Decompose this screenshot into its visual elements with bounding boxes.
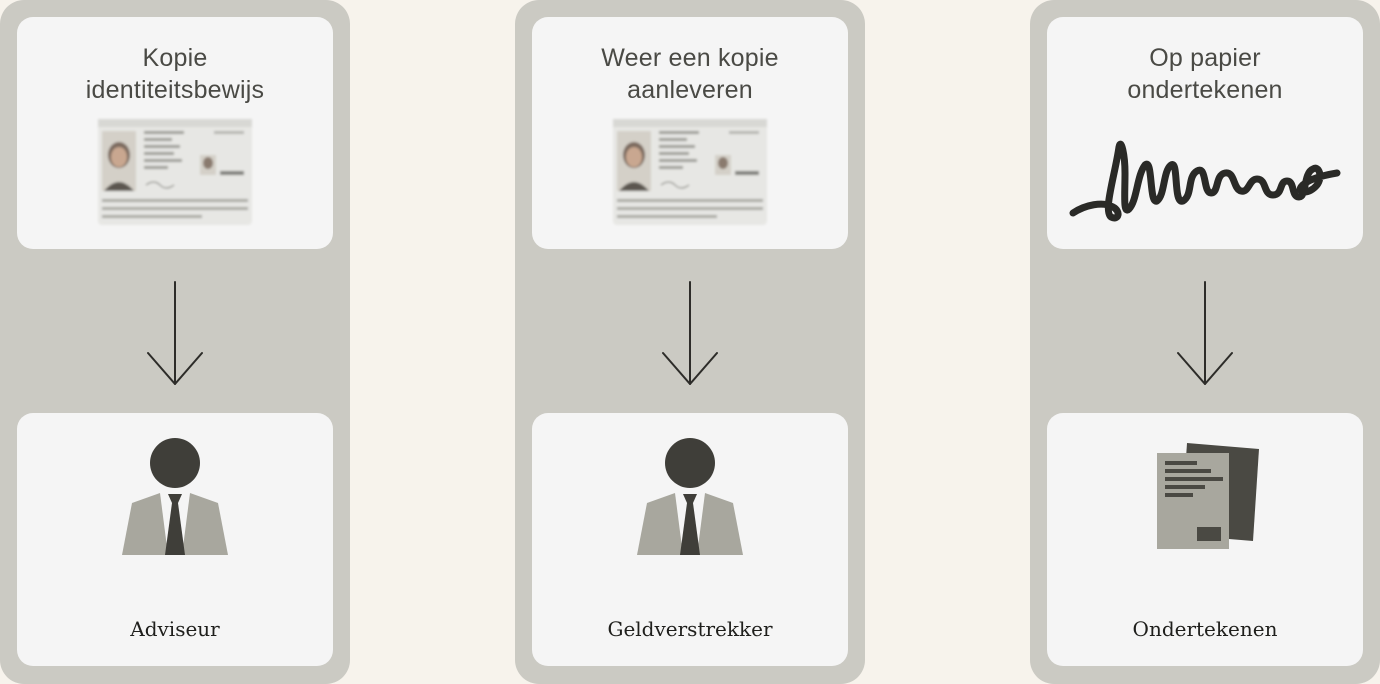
card-title-line-1: Op papier — [1149, 44, 1261, 72]
card-label: Geldverstrekker — [607, 617, 773, 641]
column-ondertekenen: Op papier ondertekenen Ondertekenen — [1030, 0, 1380, 684]
card-title-line-2: identiteitsbewijs — [85, 76, 265, 104]
card-label: Adviseur — [130, 617, 220, 641]
card-title-line-1: Kopie — [142, 44, 208, 72]
card-title-line-2: ondertekenen — [1127, 76, 1283, 104]
id-card-icon — [96, 117, 254, 227]
document-icon — [1155, 441, 1263, 551]
arrow-down-icon — [145, 280, 205, 388]
card-op-papier-ondertekenen: Op papier ondertekenen — [1047, 17, 1363, 249]
column-adviseur: Kopie identiteitsbewijs Adviseur — [0, 0, 350, 684]
card-title: Kopie identiteitsbewijs — [17, 42, 333, 106]
arrow-down-icon — [660, 280, 720, 388]
card-ondertekenen: Ondertekenen — [1047, 413, 1363, 666]
column-geldverstrekker: Weer een kopie aanleveren Geldverstrekke… — [515, 0, 865, 684]
card-title-line-1: Weer een kopie — [601, 44, 779, 72]
card-kopie-identiteitsbewijs: Kopie identiteitsbewijs — [17, 17, 333, 249]
card-adviseur: Adviseur — [17, 413, 333, 666]
card-title: Op papier ondertekenen — [1047, 42, 1363, 106]
person-icon — [120, 437, 230, 555]
card-label: Ondertekenen — [1132, 617, 1278, 641]
id-card-icon — [611, 117, 769, 227]
signature-icon — [1069, 140, 1341, 222]
card-weer-een-kopie: Weer een kopie aanleveren — [532, 17, 848, 249]
card-title-line-2: aanleveren — [627, 76, 753, 104]
person-icon — [635, 437, 745, 555]
card-geldverstrekker: Geldverstrekker — [532, 413, 848, 666]
arrow-down-icon — [1175, 280, 1235, 388]
card-title: Weer een kopie aanleveren — [532, 42, 848, 106]
